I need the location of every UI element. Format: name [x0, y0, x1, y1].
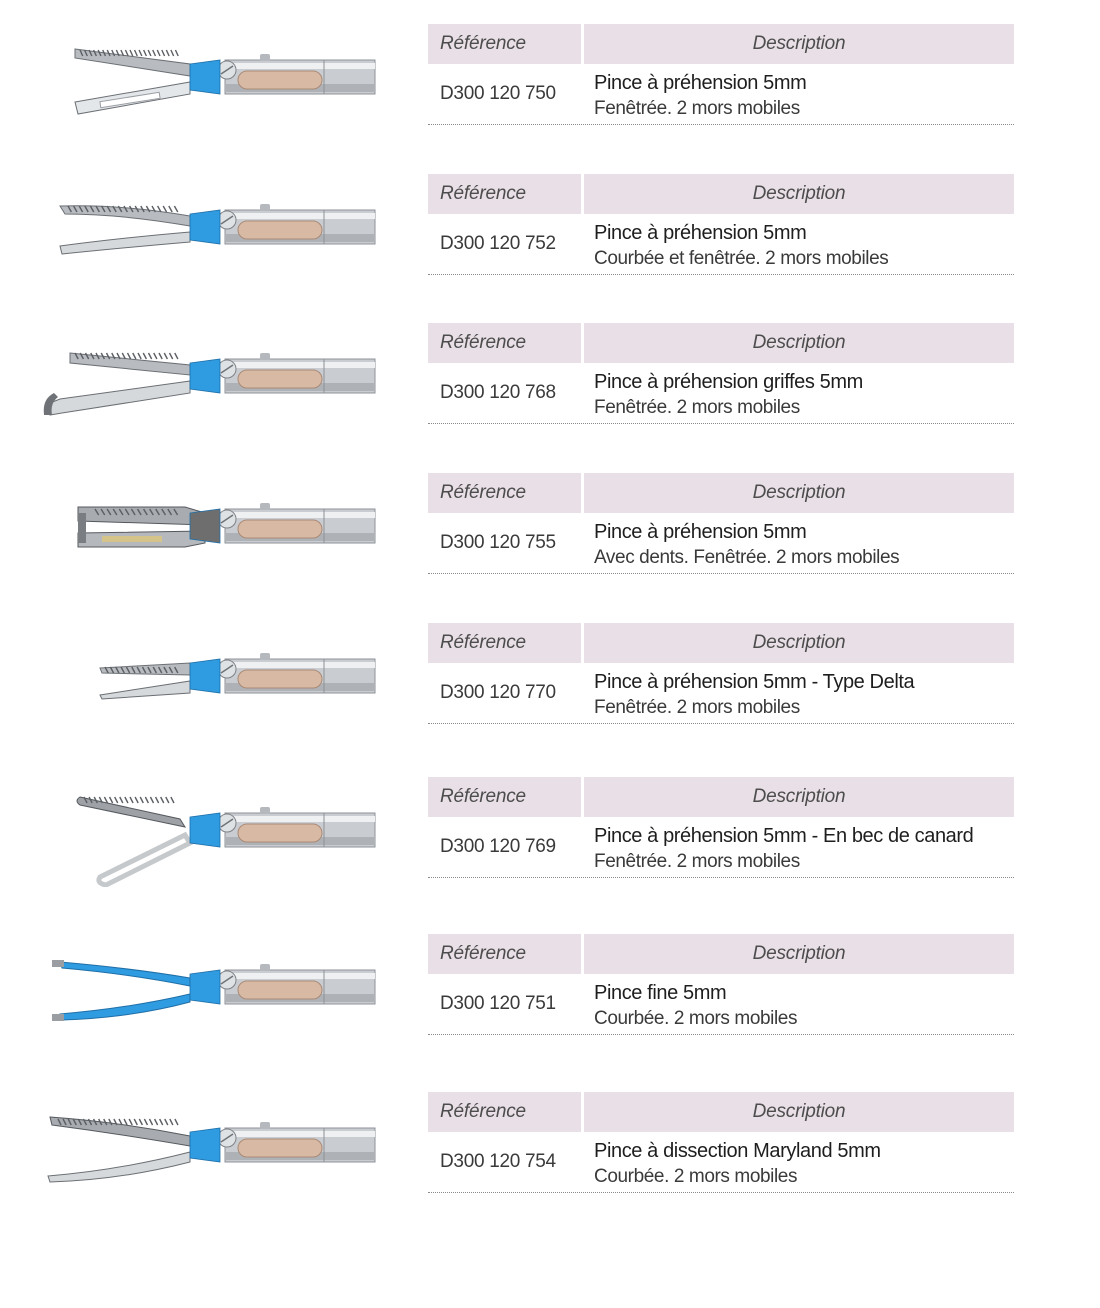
forceps-duckbill-image [76, 796, 376, 887]
reference-code: D300 120 754 [440, 1151, 556, 1172]
reference-code: D300 120 770 [440, 682, 556, 703]
reference-code: D300 120 750 [440, 83, 556, 104]
reference-header: Référence [428, 323, 581, 363]
product-title: Pince à dissection Maryland 5mm [594, 1140, 881, 1162]
product-subtitle: Fenêtrée. 2 mors mobiles [594, 98, 800, 119]
product-table: Référence Description D300 120 769 Pince… [428, 777, 1014, 878]
table-header: Référence Description [428, 934, 1014, 974]
forceps-curved-fenestrated-image [59, 204, 376, 255]
product-row: Référence Description D300 120 770 Pince… [0, 623, 1100, 733]
reference-header: Référence [428, 24, 581, 64]
description-header: Description [584, 174, 1014, 214]
product-row: Référence Description D300 120 769 Pince… [0, 777, 1100, 887]
table-header: Référence Description [428, 777, 1014, 817]
reference-header: Référence [428, 1092, 581, 1132]
table-header: Référence Description [428, 473, 1014, 513]
forceps-delta-image [99, 653, 376, 700]
product-title: Pince à préhension 5mm [594, 222, 807, 244]
product-row: Référence Description D300 120 754 Pince… [0, 1092, 1100, 1202]
reference-code: D300 120 769 [440, 836, 556, 857]
product-subtitle: Courbée. 2 mors mobiles [594, 1008, 798, 1029]
product-title: Pince à préhension 5mm - En bec de canar… [594, 825, 974, 847]
product-table: Référence Description D300 120 750 Pince… [428, 24, 1014, 125]
reference-code: D300 120 768 [440, 382, 556, 403]
product-row: Référence Description D300 120 750 Pince… [0, 24, 1100, 134]
forceps-claw-image [43, 352, 376, 416]
table-row: D300 120 768 Pince à préhension griffes … [428, 363, 1014, 424]
description-header: Description [584, 1092, 1014, 1132]
table-row: D300 120 755 Pince à préhension 5mm Avec… [428, 513, 1014, 574]
product-row: Référence Description D300 120 752 Pince… [0, 174, 1100, 284]
description-header: Description [584, 934, 1014, 974]
description-cell: Pince à préhension 5mm Fenêtrée. 2 mors … [584, 64, 1014, 124]
reference-header: Référence [428, 473, 581, 513]
forceps-fine-image [52, 960, 376, 1021]
forceps-toothed-image [77, 503, 376, 548]
product-title: Pince à préhension 5mm - Type Delta [594, 671, 915, 693]
table-row: D300 120 750 Pince à préhension 5mm Fenê… [428, 64, 1014, 125]
product-table: Référence Description D300 120 751 Pince… [428, 934, 1014, 1035]
table-row: D300 120 770 Pince à préhension 5mm - Ty… [428, 663, 1014, 724]
product-subtitle: Fenêtrée. 2 mors mobiles [594, 397, 800, 418]
table-header: Référence Description [428, 24, 1014, 64]
description-cell: Pince à dissection Maryland 5mm Courbée.… [584, 1132, 1014, 1192]
table-header: Référence Description [428, 174, 1014, 214]
table-row: D300 120 751 Pince fine 5mm Courbée. 2 m… [428, 974, 1014, 1035]
description-cell: Pince fine 5mm Courbée. 2 mors mobiles [584, 974, 1014, 1034]
product-table: Référence Description D300 120 755 Pince… [428, 473, 1014, 574]
product-row: Référence Description D300 120 755 Pince… [0, 473, 1100, 583]
product-title: Pince fine 5mm [594, 982, 727, 1004]
description-header: Description [584, 623, 1014, 663]
table-header: Référence Description [428, 323, 1014, 363]
product-subtitle: Courbée. 2 mors mobiles [594, 1166, 798, 1187]
table-row: D300 120 752 Pince à préhension 5mm Cour… [428, 214, 1014, 275]
forceps-fenestrated-image [74, 48, 376, 115]
description-cell: Pince à préhension 5mm Courbée et fenêtr… [584, 214, 1014, 274]
table-header: Référence Description [428, 623, 1014, 663]
table-row: D300 120 769 Pince à préhension 5mm - En… [428, 817, 1014, 878]
description-header: Description [584, 473, 1014, 513]
product-table: Référence Description D300 120 752 Pince… [428, 174, 1014, 275]
reference-header: Référence [428, 174, 581, 214]
product-title: Pince à préhension griffes 5mm [594, 371, 863, 393]
description-header: Description [584, 24, 1014, 64]
product-table: Référence Description D300 120 768 Pince… [428, 323, 1014, 424]
product-subtitle: Avec dents. Fenêtrée. 2 mors mobiles [594, 547, 900, 568]
product-title: Pince à préhension 5mm [594, 521, 807, 543]
description-cell: Pince à préhension 5mm - En bec de canar… [584, 817, 1014, 877]
product-row: Référence Description D300 120 751 Pince… [0, 934, 1100, 1044]
product-table: Référence Description D300 120 754 Pince… [428, 1092, 1014, 1193]
product-subtitle: Fenêtrée. 2 mors mobiles [594, 851, 800, 872]
product-row: Référence Description D300 120 768 Pince… [0, 323, 1100, 433]
description-cell: Pince à préhension griffes 5mm Fenêtrée.… [584, 363, 1014, 423]
product-table: Référence Description D300 120 770 Pince… [428, 623, 1014, 724]
reference-header: Référence [428, 777, 581, 817]
reference-code: D300 120 755 [440, 532, 556, 553]
product-title: Pince à préhension 5mm [594, 72, 807, 94]
reference-header: Référence [428, 623, 581, 663]
reference-code: D300 120 751 [440, 993, 556, 1014]
forceps-maryland-image [47, 1116, 376, 1183]
product-subtitle: Courbée et fenêtrée. 2 mors mobiles [594, 248, 889, 269]
reference-header: Référence [428, 934, 581, 974]
reference-code: D300 120 752 [440, 233, 556, 254]
description-header: Description [584, 323, 1014, 363]
product-subtitle: Fenêtrée. 2 mors mobiles [594, 697, 800, 718]
description-cell: Pince à préhension 5mm Avec dents. Fenêt… [584, 513, 1014, 573]
description-cell: Pince à préhension 5mm - Type Delta Fenê… [584, 663, 1014, 723]
table-header: Référence Description [428, 1092, 1014, 1132]
description-header: Description [584, 777, 1014, 817]
table-row: D300 120 754 Pince à dissection Maryland… [428, 1132, 1014, 1193]
